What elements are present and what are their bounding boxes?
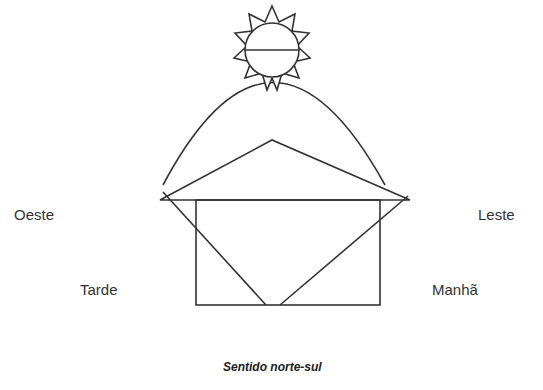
afternoon-ray: [163, 192, 266, 305]
morning-label: Manhã: [432, 281, 478, 299]
east-label: Leste: [478, 206, 515, 224]
roof: [160, 140, 410, 200]
sun-rays: [234, 6, 310, 90]
house-wall: [196, 200, 380, 305]
west-label: Oeste: [14, 206, 54, 224]
sun-disc: [245, 23, 299, 77]
afternoon-label: Tarde: [80, 281, 118, 299]
sun-line: [245, 49, 299, 51]
caption: Sentido norte-sul: [223, 360, 322, 374]
morning-ray: [280, 196, 408, 305]
sun-path-arc: [163, 83, 385, 186]
